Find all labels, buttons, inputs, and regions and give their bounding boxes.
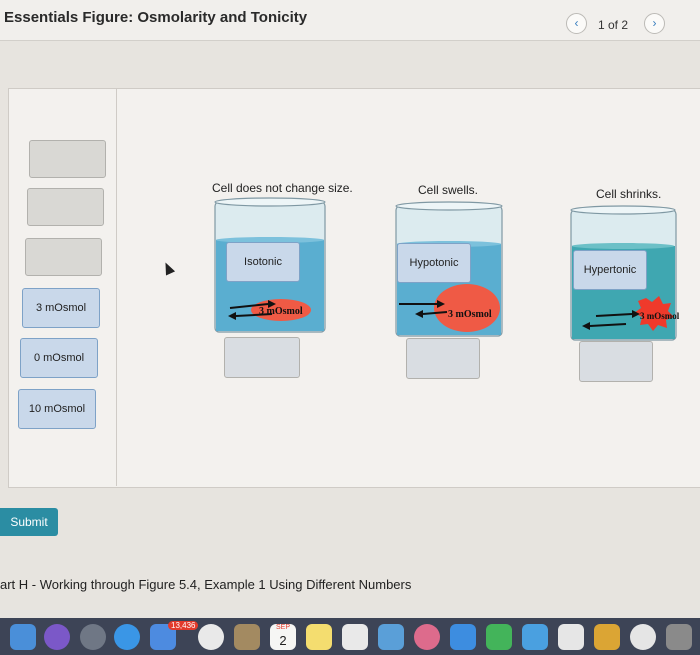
stickies-icon[interactable] [306,624,332,650]
drop-zone-isotonic[interactable] [224,337,300,378]
reminders-icon[interactable] [342,624,368,650]
messages-icon[interactable] [450,624,476,650]
numbers-icon[interactable] [558,624,584,650]
photos-icon[interactable] [414,624,440,650]
finder-icon[interactable] [10,624,36,650]
label-10-mosmol[interactable]: 10 mOsmol [18,389,96,429]
panel-divider [116,88,117,486]
label-drop-zone-2[interactable] [27,188,104,226]
prev-page-button[interactable]: ‹ [566,13,587,34]
label-drop-zone-1[interactable] [29,140,106,178]
mail-badge: 13,436 [168,621,199,630]
calendar-day: 2 [279,633,287,648]
cell-label-isotonic: 3 mOsmol [259,306,303,317]
safari-icon[interactable] [114,624,140,650]
calendar-icon[interactable] [270,624,296,650]
do-not-disturb-icon[interactable] [630,624,656,650]
header-bar: Essentials Figure: Osmolarity and Tonici… [0,0,700,41]
contacts-icon[interactable] [378,624,404,650]
solution-label-hypotonic[interactable]: Hypotonic [397,243,471,283]
facetime-icon[interactable] [486,624,512,650]
caption-hypotonic: Cell swells. [418,183,479,197]
launchpad-icon[interactable] [80,624,106,650]
caption-isotonic: Cell does not change size. [212,181,353,195]
chrome-icon[interactable] [198,624,224,650]
label-3-mosmol[interactable]: 3 mOsmol [22,288,100,328]
app-store-icon[interactable] [522,624,548,650]
cell-label-hypertonic: 3 mOsmol [640,311,680,321]
solution-label-hypertonic[interactable]: Hypertonic [573,250,647,290]
next-page-button[interactable]: › [644,13,665,34]
chevron-left-icon: ‹ [574,16,579,30]
system-preferences-icon[interactable] [666,624,692,650]
page-title: Essentials Figure: Osmolarity and Tonici… [4,9,308,26]
label-drop-zone-3[interactable] [25,238,102,276]
submit-button[interactable]: Submit [0,508,58,536]
drop-zone-hypertonic[interactable] [579,341,653,382]
label-0-mosmol[interactable]: 0 mOsmol [20,338,98,378]
page-indicator: 1 of 2 [598,18,629,32]
siri-icon[interactable] [44,624,70,650]
caption-hypertonic: Cell shrinks. [596,187,662,201]
calendar-month: SEP [275,624,290,631]
keynote-icon[interactable] [594,624,620,650]
notes-icon[interactable] [234,624,260,650]
cell-label-hypotonic: 3 mOsmol [448,309,492,320]
solution-label-isotonic[interactable]: Isotonic [226,242,300,282]
chevron-right-icon: › [652,16,657,30]
part-h-heading: art H - Working through Figure 5.4, Exam… [0,577,412,592]
drop-zone-hypotonic[interactable] [406,338,480,379]
